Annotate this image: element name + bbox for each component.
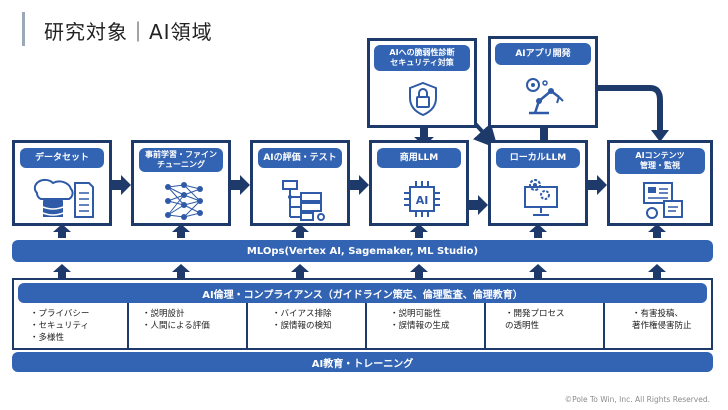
title-accent-bar	[22, 12, 25, 46]
stage-dataset-label: データセット	[20, 148, 104, 168]
training-band: AI教育・トレーニング	[12, 352, 713, 372]
page-title: 研究対象｜AI領域	[44, 20, 213, 44]
robot-arm-icon	[526, 78, 564, 115]
stage-pretraining-label: 事前学習・ファイン チューニング	[139, 148, 223, 172]
content-monitor-icon	[643, 182, 683, 219]
app-dev-box: AIアプリ開発	[488, 36, 598, 128]
note-commercial-llm: ・説明可能性 ・誤情報の生成	[390, 309, 450, 331]
stage-dataset: データセット	[12, 140, 112, 226]
stage-pretraining: 事前学習・ファイン チューニング	[131, 140, 231, 226]
note-evaluation: ・バイアス排除 ・誤情報の検知	[272, 309, 332, 331]
svg-text:AI: AI	[416, 194, 429, 207]
note-local-llm: ・開発プロセス の透明性	[505, 309, 565, 331]
stage-local-llm-label: ローカルLLM	[496, 148, 580, 168]
up-arrows-lower	[53, 264, 666, 278]
stage-evaluation-label: AIの評価・テスト	[258, 148, 342, 168]
security-box: AIへの脆弱性診断 セキュリティ対策	[367, 38, 477, 128]
note-dataset: ・プライバシー ・セキュリティ ・多様性	[30, 309, 90, 343]
stage-content-monitoring: AIコンテンツ 管理・監視	[607, 140, 713, 226]
note-content-monitoring: ・有害投稿、 著作権侵害防止	[632, 309, 692, 331]
copyright-notice: ©Pole To Win, Inc. All Rights Reserved.	[564, 395, 710, 404]
column-dividers	[127, 303, 605, 348]
flowchart-icon	[282, 180, 325, 221]
app-dev-label: AIアプリ開発	[495, 43, 591, 65]
ethics-band: AI倫理・コンプライアンス（ガイドライン策定、倫理監査、倫理教育）	[18, 283, 707, 303]
database-document-icon	[33, 178, 94, 218]
ai-chip-icon: AI	[404, 181, 440, 217]
stage-commercial-llm: 商用LLM AI	[369, 140, 469, 226]
stage-commercial-llm-label: 商用LLM	[377, 148, 461, 168]
monitor-gear-icon	[524, 179, 558, 216]
mlops-band: MLOps(Vertex AI, Sagemaker, ML Studio)	[12, 240, 713, 262]
security-label: AIへの脆弱性診断 セキュリティ対策	[374, 45, 470, 71]
note-pretraining: ・説明設計 ・人間による評価	[142, 309, 210, 331]
up-arrows	[53, 224, 666, 238]
stage-content-monitoring-label: AIコンテンツ 管理・監視	[615, 148, 705, 174]
stage-local-llm: ローカルLLM	[488, 140, 588, 226]
neural-network-icon	[165, 182, 203, 220]
stage-arrows	[112, 175, 607, 215]
shield-lock-icon	[409, 81, 437, 117]
stage-evaluation: AIの評価・テスト	[250, 140, 350, 226]
